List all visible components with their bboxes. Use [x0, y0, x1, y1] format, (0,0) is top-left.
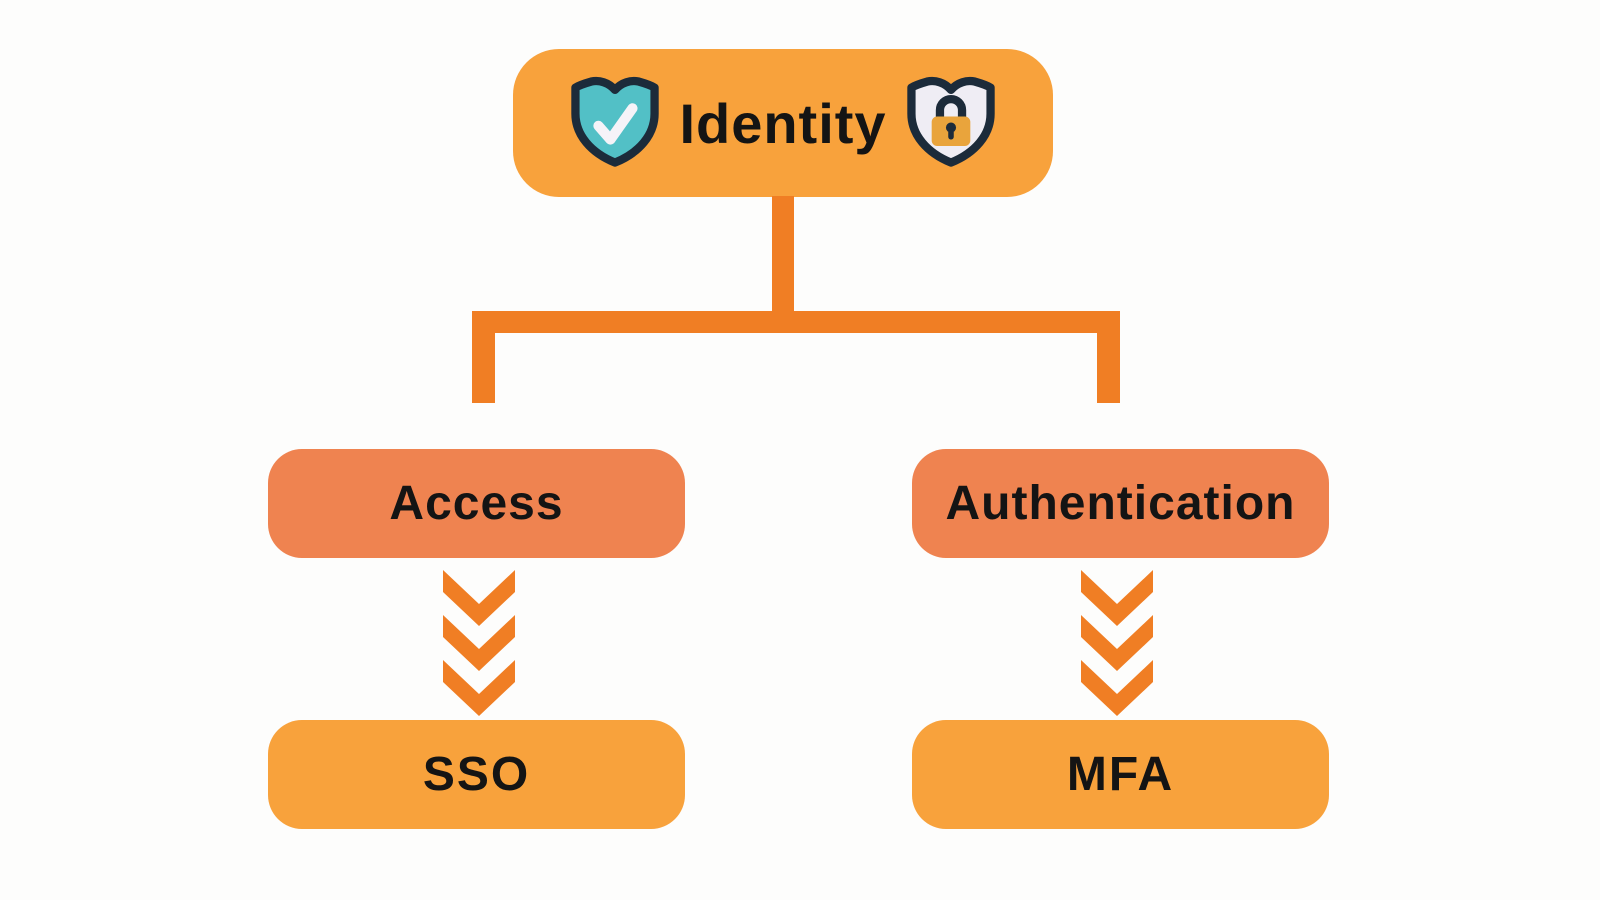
node-identity: Identity: [513, 49, 1053, 197]
node-mfa: MFA: [912, 720, 1329, 829]
connector-stub-right: [1097, 311, 1120, 403]
node-identity-label: Identity: [679, 91, 887, 155]
connector-stub-left: [472, 311, 495, 403]
node-mfa-label: MFA: [1066, 748, 1175, 801]
connector-horizontal-bar: [472, 311, 1120, 333]
triple-chevron-down-icon: [443, 570, 515, 718]
triple-chevron-down-icon: [1081, 570, 1153, 718]
node-authentication: Authentication: [912, 449, 1329, 558]
node-sso-label: SSO: [422, 748, 531, 801]
shield-lock-icon: [905, 75, 997, 171]
shield-check-icon: [569, 75, 661, 171]
node-authentication-label: Authentication: [945, 477, 1296, 530]
node-sso: SSO: [268, 720, 685, 829]
connector-trunk: [772, 196, 794, 333]
node-access: Access: [268, 449, 685, 558]
node-access-label: Access: [389, 477, 564, 530]
